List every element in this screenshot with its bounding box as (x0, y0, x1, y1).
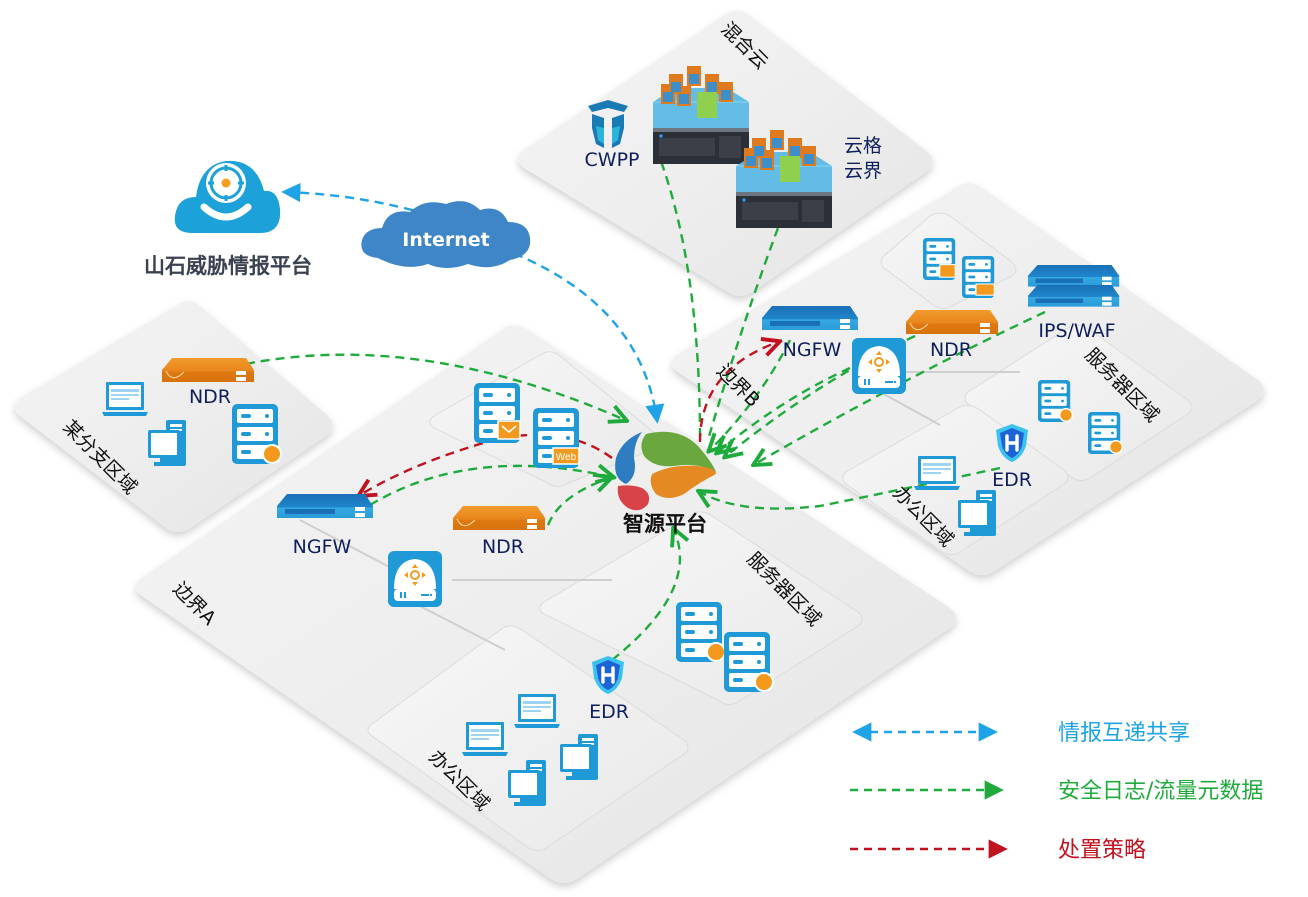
branch-ndr-label: NDR (189, 386, 231, 408)
database-server-icon[interactable] (232, 404, 282, 464)
legend-label-log: 安全日志/流量元数据 (1058, 779, 1263, 804)
threat-intel-platform[interactable]: 山石威胁情报平台 (144, 160, 312, 278)
web-server-icon-b[interactable] (962, 256, 995, 298)
border-b-ngfw-label: NGFW (783, 339, 842, 361)
border-b-ipswaf-label: IPS/WAF (1038, 320, 1115, 342)
legend-label-intel: 情报互递共享 (1058, 721, 1190, 746)
intel-link-center-to-internet (499, 246, 665, 424)
legend-item-log: 安全日志/流量元数据 (850, 779, 1263, 804)
border-a-edr-label: EDR (589, 701, 629, 723)
web-server-icon[interactable]: Web (533, 408, 580, 468)
database-server-icon-2[interactable] (724, 632, 774, 692)
border-b-zone (672, 183, 1264, 575)
log-link-border-a-edr (611, 530, 680, 661)
legend: 情报互递共享 安全日志/流量元数据 处置策略 (850, 721, 1263, 863)
border-a-switch-icon[interactable] (387, 550, 443, 608)
border-a-ndr-label: NDR (482, 536, 524, 558)
server-icon-b2[interactable] (1088, 412, 1123, 454)
legend-item-policy: 处置策略 (850, 838, 1146, 863)
internet-cloud: Internet (361, 201, 531, 268)
log-link-cwpp (654, 147, 702, 441)
log-link-border-b-ndr (726, 334, 916, 456)
cloud-boundary-label-line2: 云界 (844, 160, 882, 182)
server-icon-b1[interactable] (1038, 380, 1073, 422)
server-icon-1[interactable] (676, 602, 726, 662)
cwpp-label: CWPP (585, 149, 640, 171)
border-b-edr-label: EDR (992, 469, 1032, 491)
mail-server-icon-b[interactable] (923, 238, 956, 280)
zhiyuan-label: 智源平台 (623, 512, 707, 536)
branch-zone (15, 301, 333, 532)
log-link-branch-ndr (245, 353, 625, 420)
branch-ndr-device[interactable] (161, 357, 255, 383)
border-b-ngfw-device[interactable] (762, 306, 858, 330)
border-a-ngfw-label: NGFW (293, 536, 352, 558)
border-b-ndr-device[interactable] (905, 309, 999, 335)
cloud-target-icon (174, 160, 281, 233)
border-b-ndr-label: NDR (930, 339, 972, 361)
border-b-ipswaf-device[interactable] (1028, 265, 1120, 307)
mail-server-icon[interactable] (474, 383, 521, 443)
connections (245, 147, 1046, 661)
border-b-switch-icon[interactable] (851, 337, 907, 395)
threat-intel-label: 山石威胁情报平台 (144, 254, 312, 278)
log-link-cloud-boundary (706, 227, 780, 441)
border-a-ngfw-device[interactable] (277, 494, 373, 518)
legend-label-policy: 处置策略 (1058, 838, 1146, 863)
cwpp-icon[interactable] (588, 100, 628, 148)
zhiyuan-platform[interactable]: 智源平台 (615, 431, 716, 536)
cloud-boundary-label-line1: 云格 (844, 135, 882, 157)
log-link-border-b-edr (700, 466, 1001, 510)
log-link-border-a-ndr (546, 478, 610, 526)
zhiyuan-logo-icon (615, 431, 716, 511)
cloud-icon (361, 201, 531, 268)
policy-link-border-b-ngfw (698, 342, 778, 443)
border-a-ndr-device[interactable] (452, 505, 546, 531)
legend-item-intel: 情报互递共享 (852, 721, 1190, 746)
log-link-border-a-ngfw (369, 466, 612, 507)
internet-label: Internet (402, 229, 489, 251)
border-a-office-zone (367, 625, 689, 852)
svg-text:Web: Web (556, 452, 577, 463)
